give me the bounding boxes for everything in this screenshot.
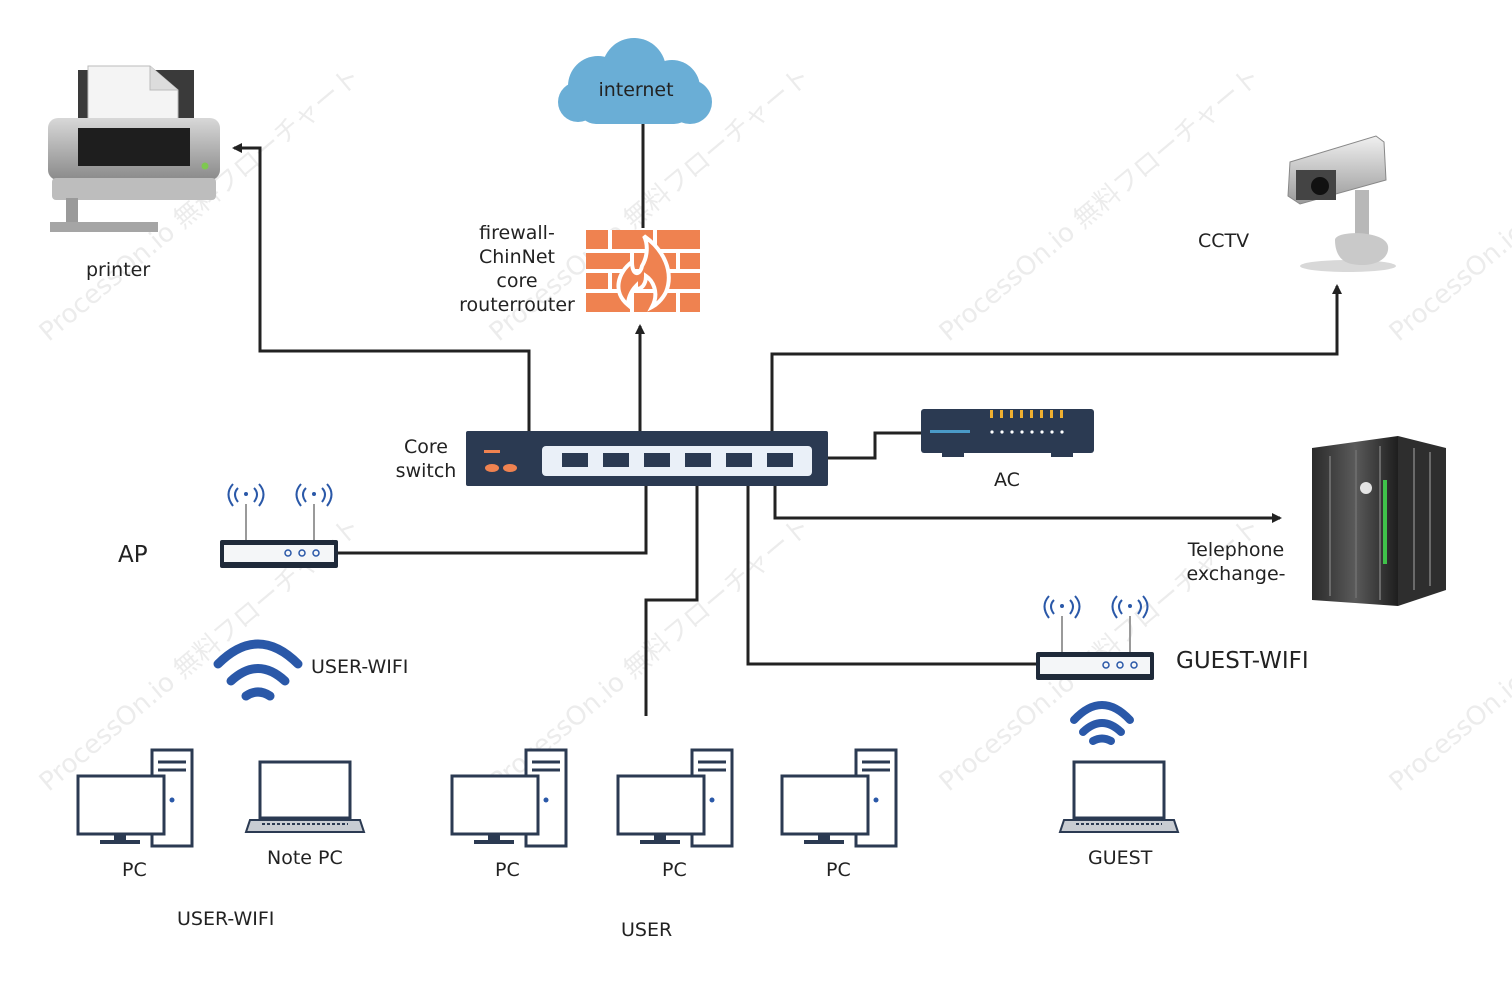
link-switch-ap [338,485,648,555]
link-switch-cctv [770,284,1342,432]
laptop-icon [1058,760,1180,833]
link-switch-ac [828,431,921,460]
link-switch-user [644,485,699,716]
cloud-icon [558,38,712,124]
printer-icon [48,65,220,232]
link-switch-printer [232,143,531,432]
printer-label: printer [86,259,151,281]
desktop-pc-icon [76,748,194,848]
link-switch-telephone [773,485,1282,523]
pc-label: PC [495,859,520,881]
ac-label: AC [994,469,1020,491]
guest-router-icon [1036,595,1154,680]
link-switch-guest-wifi [746,485,1038,666]
pc-label: PC [826,859,851,881]
wifi-icon-user [213,639,303,701]
core-switch-icon [466,431,828,486]
firewall-icon [586,230,700,312]
ap-router-icon [220,483,338,568]
connections [232,111,1342,716]
pc-label: PC [662,859,687,881]
firewall-label: firewall- ChinNet core routerrouter [459,222,575,316]
user-group-label: USER [621,919,673,941]
telephone-exchange-icon [1312,436,1446,606]
laptop-icon [244,760,366,833]
guest-wifi-label: GUEST-WIFI [1176,648,1309,674]
core-switch-label: Core switch [395,436,457,482]
note-pc-label: Note PC [267,847,343,869]
user-wifi-label: USER-WIFI [311,656,409,678]
desktop-pc-icon [616,748,734,848]
internet-label: internet [598,79,674,101]
telephone-exchange-label: Telephone exchange- [1186,539,1286,585]
cctv-camera-icon [1287,135,1396,272]
desktop-pc-icon [780,748,898,848]
ap-label: AP [118,542,148,568]
wifi-icon-guest [1070,701,1134,745]
pc-label: PC [122,859,147,881]
cctv-label: CCTV [1198,230,1250,252]
guest-label: GUEST [1088,847,1153,869]
user-wifi-group-label: USER-WIFI [177,908,275,930]
desktop-pc-icon [450,748,568,848]
ac-controller-icon [921,409,1094,457]
